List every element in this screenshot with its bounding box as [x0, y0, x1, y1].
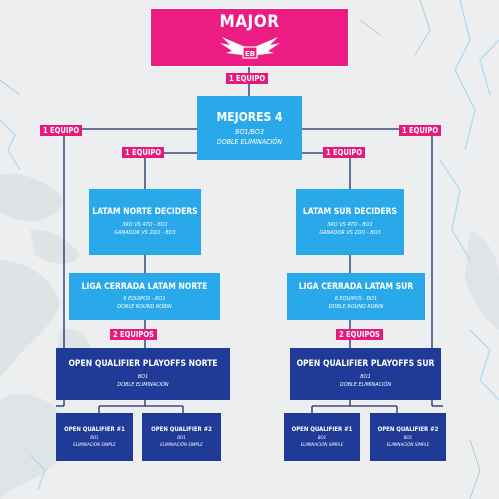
sur-deciders-title: LATAM SUR DECIDERS [302, 206, 398, 217]
qualifier-line2: ELIMINACIÓN SIMPLE [73, 442, 116, 448]
qualifier-title: OPEN QUALIFIER #1 [291, 425, 353, 433]
qualifier-norte-2: OPEN QUALIFIER #2 BO1 ELIMINACIÓN SIMPLE [142, 413, 221, 461]
playoffs-norte-line1: BO1 [137, 373, 149, 380]
tag-left-outer: 1 EQUIPO [40, 125, 83, 136]
qualifier-norte-1: OPEN QUALIFIER #1 BO1 ELIMINACIÓN SIMPLE [56, 413, 133, 461]
mejores-line2: DOBLE ELIMINACIÓN [216, 137, 283, 146]
liga-sur-line2: DOBLE ROUND ROBIN [328, 303, 384, 310]
liga-norte-title: LIGA CERRADA LATAM NORTE [81, 282, 208, 293]
liga-norte-line1: 6 EQUIPOS - BO1 [123, 295, 166, 302]
liga-norte-box: LIGA CERRADA LATAM NORTE 6 EQUIPOS - BO1… [69, 273, 220, 320]
mejores-4-box: MEJORES 4 BO1/BO3 DOBLE ELIMINACIÓN [197, 96, 302, 160]
norte-deciders-line1: 3RO VS 4TO - BO1 [122, 222, 168, 229]
playoffs-sur-box: OPEN QUALIFIER PLAYOFFS SUR BO1 DOBLE EL… [290, 348, 441, 400]
sur-deciders-box: LATAM SUR DECIDERS 3RO VS 4TO - BO1 GANA… [296, 189, 404, 255]
playoffs-sur-line2: DOBLE ELIMINACIÓN [339, 381, 392, 388]
qualifier-sur-1: OPEN QUALIFIER #1 BO1 ELIMINACIÓN SIMPLE [284, 413, 360, 461]
qualifier-sur-2: OPEN QUALIFIER #2 BO1 ELIMINACIÓN SIMPLE [370, 413, 446, 461]
playoffs-norte-line2: DOBLE ELIMINACIÓN [117, 381, 169, 388]
qualifier-title: OPEN QUALIFIER #1 [64, 425, 125, 433]
norte-deciders-title: LATAM NORTE DECIDERS [92, 206, 198, 217]
qualifier-title: OPEN QUALIFIER #2 [377, 425, 439, 433]
tag-right-lower: 2 EQUIPOS [336, 329, 383, 340]
mejores-line1: BO1/BO3 [235, 127, 264, 136]
major-title: MAJOR [219, 12, 280, 32]
qualifier-line2: ELIMINACIÓN SIMPLE [160, 442, 203, 448]
tag-right-inner: 1 EQUIPO [323, 147, 366, 158]
major-banner: MAJOR EB [150, 8, 349, 67]
playoffs-norte-box: OPEN QUALIFIER PLAYOFFS NORTE BO1 DOBLE … [56, 348, 230, 400]
norte-deciders-line2: GANADOR VS 2DO - BO3 [114, 230, 176, 237]
playoffs-norte-title: OPEN QUALIFIER PLAYOFFS NORTE [68, 359, 218, 370]
norte-deciders-box: LATAM NORTE DECIDERS 3RO VS 4TO - BO1 GA… [89, 189, 201, 255]
liga-norte-line2: DOBLE ROUND ROBIN [117, 303, 172, 310]
qualifier-line2: ELIMINACIÓN SIMPLE [386, 442, 430, 448]
liga-sur-line1: 6 EQUIPOS - BO1 [334, 295, 378, 302]
tag-left-lower: 2 EQUIPOS [110, 329, 157, 340]
sur-deciders-line2: GANADOR VS 2DO - BO3 [319, 230, 381, 237]
tag-right-outer: 1 EQUIPO [399, 125, 442, 136]
mejores-title: MEJORES 4 [216, 109, 283, 124]
tag-top: 1 EQUIPO [226, 73, 269, 84]
playoffs-sur-line1: BO1 [360, 373, 371, 380]
liga-sur-title: LIGA CERRADA LATAM SUR [298, 282, 414, 293]
sur-deciders-line1: 3RO VS 4TO - BO1 [327, 222, 373, 229]
qualifier-line1: BO1 [90, 436, 99, 442]
playoffs-sur-title: OPEN QUALIFIER PLAYOFFS SUR [296, 359, 435, 370]
logo-text: EB [245, 50, 255, 58]
qualifier-line1: BO1 [317, 436, 327, 442]
liga-sur-box: LIGA CERRADA LATAM SUR 6 EQUIPOS - BO1 D… [287, 273, 425, 320]
qualifier-title: OPEN QUALIFIER #2 [151, 425, 212, 433]
wings-logo-icon: EB [220, 37, 280, 59]
tag-left-inner: 1 EQUIPO [122, 147, 165, 158]
qualifier-line1: BO1 [403, 436, 413, 442]
qualifier-line2: ELIMINACIÓN SIMPLE [300, 442, 344, 448]
qualifier-line1: BO1 [177, 436, 186, 442]
